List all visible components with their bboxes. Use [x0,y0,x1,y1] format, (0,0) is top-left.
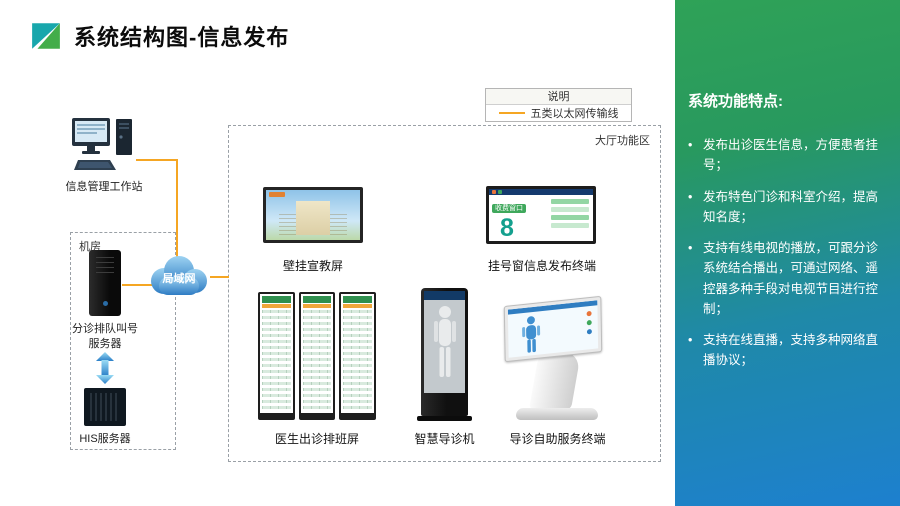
feature-text: 发布出诊医生信息，方便患者挂号； [703,138,879,173]
ethernet-line [210,276,229,278]
schedule-highlight-band [262,304,291,308]
schedule-header-band [343,296,373,303]
queue-list [549,195,593,241]
schedule-header-band [302,296,332,303]
human-body-diagram-icon [522,316,541,353]
hall-function-zone: 大厅功能区 [228,125,661,462]
hall-zone-label: 大厅功能区 [595,135,650,147]
schedule-table-rows [343,310,373,411]
feature-panel: 系统功能特点: • 发布出诊医生信息，方便患者挂号； • 发布特色门诊和科室介绍… [675,0,900,506]
brand-logo-icon [32,23,60,49]
slide-header: 系统结构图-信息发布 [30,20,289,52]
queue-list-row [551,223,589,228]
screen-logo [269,192,285,197]
ethernet-line [136,159,178,161]
ethernet-line [122,284,152,286]
topbar-logo-dot [498,190,502,194]
terminal-column [528,352,582,410]
queue-list-row [551,199,589,204]
schedule-highlight-band [302,304,332,308]
schedule-table-rows [262,310,291,411]
schedule-highlight-band [343,304,373,308]
bullet-marker: • [688,138,693,152]
smart-guide-screen [424,291,465,393]
sync-arrow-icon [96,352,114,384]
schedule-header-band [262,296,291,303]
feature-item: • 支持在线直播，支持多种网络直播协议； [688,330,884,371]
schedule-panel [298,292,336,420]
wall-display-screen [266,190,360,240]
registration-terminal-label: 挂号窗信息发布终端 [487,259,596,273]
queue-list-row [551,207,589,212]
bullet-marker: • [688,241,693,255]
workstation-label: 信息管理工作站 [65,181,143,193]
ethernet-line-sample [498,112,525,114]
queue-number: 8 [500,214,514,241]
doctor-schedule-label: 医生出诊排班屏 [274,432,359,446]
page-title: 系统结构图-信息发布 [74,25,290,50]
screen-topbar [507,300,598,315]
self-service-terminal-icon [500,295,612,420]
feature-item: • 支持有线电视的播放，可跟分诊系统结合播出，可通过网络、遥控器多种手段对电视节… [688,238,884,319]
workstation-icon [70,116,138,174]
registration-terminal-screen: 收费窗口 8 [489,189,593,241]
smart-guide-label: 智慧导诊机 [414,432,475,446]
server-led [102,301,108,306]
window-name-tag: 收费窗口 [492,204,526,213]
feature-panel-title: 系统功能特点: [688,93,783,110]
schedule-panel [258,292,295,420]
topbar-logo-dot [492,190,496,194]
server-vents [96,257,114,275]
human-body-icon [433,306,456,377]
legend-box: 说明 五类以太网传输线 [485,88,632,122]
his-server-icon [84,388,126,426]
terminal-base [516,408,598,420]
screen-topbar [424,291,465,300]
schedule-table-rows [302,310,332,411]
smart-guide-kiosk-icon [417,288,472,421]
legend-row: 五类以太网传输线 [486,105,631,121]
server-vents [90,393,120,421]
lan-label: 局域网 [162,273,196,285]
feature-list: • 发布出诊医生信息，方便患者挂号； • 发布特色门诊和科室介绍，提高知名度； … [688,135,884,371]
organ-marker-dots [586,310,592,335]
feature-item: • 发布特色门诊和科室介绍，提高知名度； [688,187,884,228]
queue-list-row [551,215,589,220]
his-server-label: HIS服务器 [79,433,131,445]
bullet-marker: • [688,189,693,204]
triage-server-label: 分诊排队叫号 服务器 [72,323,138,350]
building-tower [296,201,330,235]
screen-body: 收费窗口 8 [489,195,593,241]
legend-title: 说明 [486,89,631,105]
wall-display-icon [263,187,363,243]
legend-line-label: 五类以太网传输线 [530,108,619,120]
lan-cloud-icon: 局域网 [146,252,212,300]
doctor-schedule-screens-icon [258,292,377,420]
kiosk-base [417,416,472,421]
self-service-screen [503,295,603,363]
screen-topbar [489,189,593,195]
triage-server-icon [89,250,121,316]
bullet-marker: • [688,333,693,347]
ethernet-line [176,159,178,259]
self-service-label: 导诊自助服务终端 [509,432,606,446]
feature-item: • 发布出诊医生信息，方便患者挂号； [688,135,884,176]
schedule-panel [339,292,377,420]
queue-area: 收费窗口 8 [489,195,549,241]
registration-terminal-icon: 收费窗口 8 [486,186,596,244]
feature-text: 发布特色门诊和科室介绍，提高知名度； [703,189,879,224]
feature-text: 支持有线电视的播放，可跟分诊系统结合播出，可通过网络、遥控器多种手段对电视节目进… [703,241,879,316]
feature-text: 支持在线直播，支持多种网络直播协议； [703,333,879,368]
wall-display-label: 壁挂宣教屏 [282,259,343,273]
